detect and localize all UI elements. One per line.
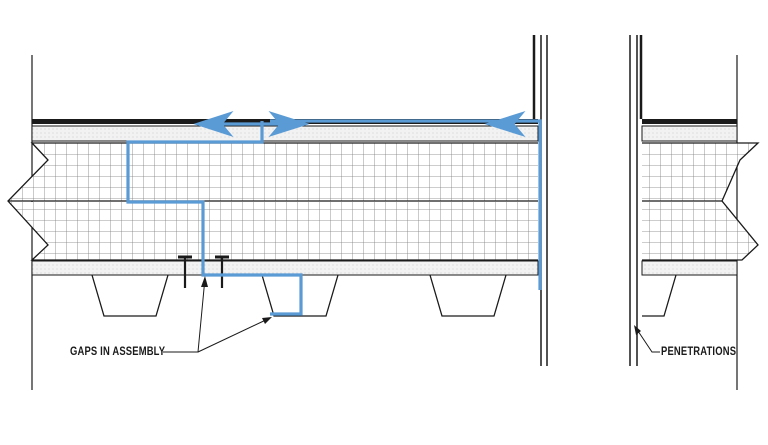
right-assembly xyxy=(629,35,760,390)
left-assembly xyxy=(7,35,548,390)
deck-board xyxy=(31,260,539,276)
insulation-upper-right xyxy=(642,143,758,201)
penetration-pipe xyxy=(629,35,643,366)
arrow-right-icon xyxy=(262,111,310,137)
metal-deck xyxy=(91,274,507,317)
insulation-lower xyxy=(8,202,538,260)
fastener-icon xyxy=(178,255,192,288)
roof-membrane-right xyxy=(642,119,737,124)
fastener-icon xyxy=(215,255,229,288)
gaps-leader-lines xyxy=(163,277,271,353)
fasteners xyxy=(178,255,229,288)
gaps-in-assembly-label: GAPS IN ASSEMBLY xyxy=(70,346,166,358)
cover-board-right xyxy=(641,125,738,142)
leader-arrowheads xyxy=(201,276,272,324)
deck-board-right xyxy=(641,260,738,276)
arrow-left-icon xyxy=(193,110,262,138)
insulation-upper xyxy=(8,143,538,201)
leader-arrowhead xyxy=(634,325,641,335)
metal-deck-right xyxy=(642,274,677,317)
airflow-arrows xyxy=(193,110,526,138)
penetrations-label: PENETRATIONS xyxy=(661,346,737,358)
air-leakage-path xyxy=(126,119,542,316)
arrow-left-icon xyxy=(484,111,526,137)
penetrations-leader-line xyxy=(635,327,660,353)
